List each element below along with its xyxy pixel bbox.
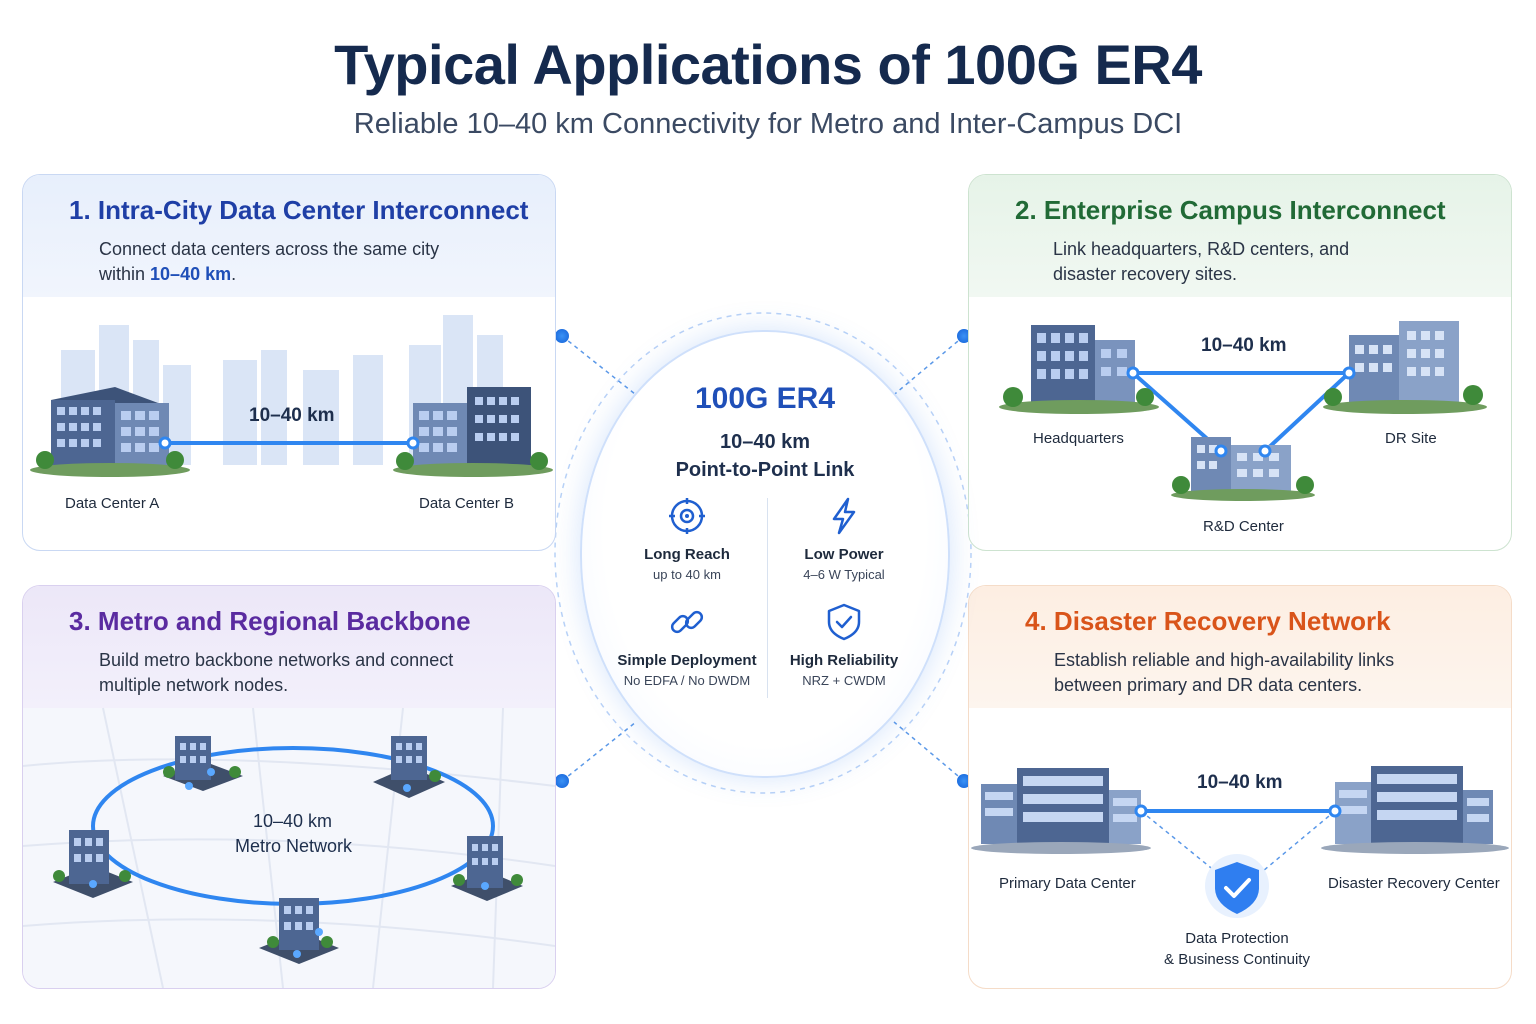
connector-line-2 (889, 335, 965, 399)
card-disaster-recovery: 4. Disaster Recovery Network Establish r… (968, 585, 1512, 989)
site-label-b: Data Center B (419, 495, 515, 512)
network-label: Metro Network (235, 836, 353, 856)
distance-label: 10–40 km (1197, 772, 1283, 793)
protection-label: Data Protection& Business Continuity (1164, 930, 1310, 968)
connector-line-3 (561, 721, 637, 782)
feature-long-reach: Long Reach up to 40 km (602, 496, 772, 582)
site-label-dr: DR Site (1385, 430, 1437, 447)
feature-simple-deployment: Simple Deployment No EDFA / No DWDM (602, 602, 772, 688)
card-enterprise-campus: 2. Enterprise Campus Interconnect Link h… (968, 174, 1512, 551)
site-label-hq: Headquarters (1033, 430, 1124, 447)
site-label-recovery: Disaster Recovery Center (1328, 875, 1500, 892)
building-icon (259, 898, 339, 964)
card-description: Link headquarters, R&D centers, and disa… (1053, 239, 1350, 284)
connector-line-4 (893, 721, 965, 782)
page-subtitle: Reliable 10–40 km Connectivity for Metro… (353, 108, 1183, 140)
feature-divider (767, 498, 768, 698)
feature-low-power: Low Power 4–6 W Typical (759, 496, 929, 582)
connector-line-1 (561, 335, 641, 399)
shield-check-icon (827, 603, 861, 641)
distance-label: 10–40 km (1201, 335, 1287, 356)
card-title: 2. Enterprise Campus Interconnect (1015, 195, 1446, 225)
card-header (969, 175, 1511, 297)
center-outer-ring (554, 312, 972, 794)
building-icon (999, 325, 1159, 414)
connector-dot-1 (555, 329, 569, 343)
card-header (23, 175, 555, 297)
card-description: Connect data centers across the same cit… (99, 239, 440, 284)
building-icon (163, 736, 243, 791)
distance-label: 10–40 km (253, 811, 333, 831)
intra-city-scene (30, 315, 553, 477)
card-description: Build metro backbone networks and connec… (99, 650, 454, 695)
connector-dot-4 (957, 774, 971, 788)
site-label-a: Data Center A (65, 495, 160, 512)
connector-dot-2 (957, 329, 971, 343)
card-title: 4. Disaster Recovery Network (1025, 606, 1391, 636)
shield-check-icon (1205, 854, 1269, 918)
connector-dot-3 (555, 774, 569, 788)
site-label-primary: Primary Data Center (999, 875, 1136, 892)
metro-scene (23, 707, 555, 988)
card-header (23, 586, 555, 708)
campus-scene (999, 321, 1487, 501)
building-icon (451, 836, 523, 901)
card-metro-backbone: 3. Metro and Regional Backbone Build met… (22, 585, 556, 989)
lightning-icon (832, 497, 856, 535)
fiber-link (1263, 371, 1351, 453)
building-icon (393, 387, 553, 477)
page-title: Typical Applications of 100G ER4 (334, 33, 1202, 96)
card-title: 3. Metro and Regional Backbone (69, 606, 471, 636)
dr-scene (971, 766, 1509, 918)
building-icon (30, 387, 190, 477)
building-icon (1171, 437, 1315, 501)
card-title: 1. Intra-City Data Center Interconnect (69, 195, 529, 225)
distance-label: 10–40 km (249, 405, 335, 426)
site-label-rd: R&D Center (1203, 518, 1284, 535)
center-title: 100G ER4 (694, 382, 836, 415)
building-icon (1323, 321, 1487, 414)
link-icon (670, 610, 704, 634)
building-icon (1321, 766, 1509, 854)
feature-high-reliability: High Reliability NRZ + CWDM (759, 602, 929, 688)
card-description: Establish reliable and high-availability… (1054, 650, 1395, 695)
card-intra-city-dci: 1. Intra-City Data Center Interconnect C… (22, 174, 556, 551)
target-icon (669, 498, 705, 534)
card-header (969, 586, 1511, 708)
building-icon (373, 736, 445, 798)
building-icon (971, 768, 1151, 854)
